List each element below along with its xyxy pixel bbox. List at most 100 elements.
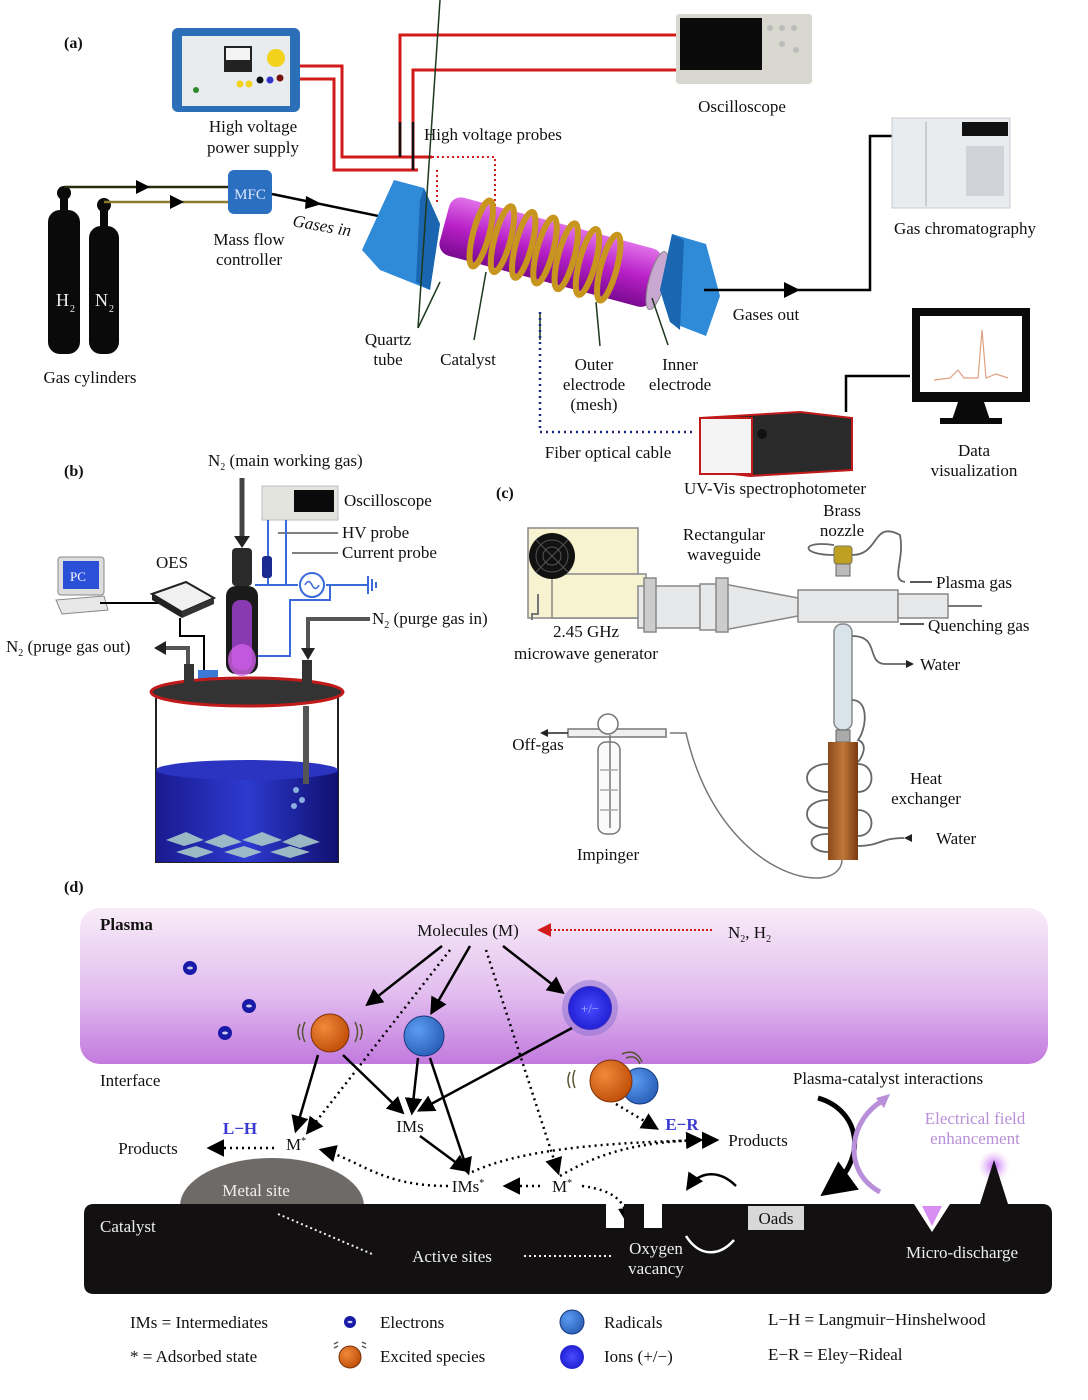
label-mfc-1: Mass flow bbox=[213, 230, 285, 249]
label-mfc: MFC bbox=[234, 187, 266, 203]
legend-radical-icon bbox=[559, 1309, 585, 1335]
hx-coils bbox=[806, 699, 905, 853]
hv-power-supply-icon bbox=[172, 28, 300, 112]
label-h2: H bbox=[56, 290, 69, 310]
label-quartz-2: tube bbox=[373, 350, 402, 369]
fiber-optic-cable bbox=[538, 312, 694, 434]
legend-er-def: E−R = Eley−Rideal bbox=[768, 1345, 903, 1364]
purge-out-text: (pruge gas out) bbox=[23, 637, 130, 656]
arrowhead-icon bbox=[876, 1094, 890, 1108]
electron-icon bbox=[218, 1026, 232, 1040]
sine-icon bbox=[304, 580, 320, 590]
offgas-tube bbox=[670, 732, 843, 879]
legend-ions: Ions (+/−) bbox=[604, 1347, 673, 1366]
microwave-generator-icon bbox=[527, 527, 647, 620]
left-arrow-icon bbox=[540, 729, 548, 737]
label-offgas: Off-gas bbox=[512, 735, 564, 754]
main-gas-n: N bbox=[208, 451, 220, 470]
label-waveguide-2: waveguide bbox=[687, 545, 761, 564]
electron-icon bbox=[242, 999, 256, 1013]
brass-nozzle-icon bbox=[833, 545, 853, 565]
oads-box bbox=[748, 1206, 804, 1230]
label-interface: Interface bbox=[100, 1071, 160, 1090]
label-catalyst-a: Catalyst bbox=[440, 350, 496, 369]
pc-icon bbox=[55, 556, 109, 615]
label-h2-sub: 2 bbox=[70, 304, 75, 315]
label-hv-probes: High voltage probes bbox=[424, 125, 562, 144]
flow-arrow-icon bbox=[784, 282, 800, 298]
label-fiber: Fiber optical cable bbox=[545, 443, 672, 462]
label-plasma: Plasma bbox=[100, 915, 153, 934]
label-efe-1: Electrical field bbox=[925, 1109, 1026, 1128]
main-gas-text: (main working gas) bbox=[225, 451, 362, 470]
leader-lines bbox=[417, 0, 669, 347]
label-products-left: Products bbox=[118, 1139, 178, 1158]
hv-probe-leads bbox=[398, 122, 415, 170]
label-gen-1: 2.45 GHz bbox=[553, 622, 620, 641]
purge-in-n: N bbox=[372, 609, 384, 628]
label-active-sites: Active sites bbox=[412, 1247, 492, 1266]
impinger-icon bbox=[567, 713, 667, 835]
purge-out-sub: 2 bbox=[18, 648, 23, 659]
ground-icon bbox=[367, 576, 377, 594]
oes-icon bbox=[149, 580, 217, 618]
legend-electron-icon bbox=[344, 1316, 356, 1328]
label-mfc-2: controller bbox=[216, 250, 282, 269]
label-outer-3: (mesh) bbox=[570, 395, 617, 414]
gases-in-line bbox=[271, 192, 389, 220]
label-n2-sub: 2 bbox=[109, 304, 114, 315]
purge-out-n: N bbox=[6, 637, 18, 656]
label-gases-in: Gases in bbox=[291, 211, 352, 240]
m-star-1-m: M bbox=[286, 1135, 301, 1154]
feed-h: , H bbox=[745, 923, 766, 942]
flow-arrow-icon bbox=[170, 195, 184, 209]
label-oxy-2: vacancy bbox=[628, 1259, 684, 1278]
ion-charge-label: +/− bbox=[581, 1001, 599, 1016]
m-star-1-star: * bbox=[301, 1136, 306, 1147]
label-purge-out: N2 (pruge gas out) bbox=[6, 637, 130, 659]
nozzle-fitting bbox=[835, 563, 851, 577]
label-oscilloscope-a: Oscilloscope bbox=[698, 97, 786, 116]
label-waveguide-1: Rectangular bbox=[683, 525, 765, 544]
label-oads: Oads bbox=[759, 1209, 794, 1228]
micro-discharge-glow bbox=[922, 1206, 942, 1226]
label-er: E−R bbox=[665, 1115, 699, 1134]
label-ims: IMs bbox=[396, 1117, 423, 1136]
radical-icon bbox=[403, 1015, 445, 1057]
flow-arrow-icon bbox=[305, 196, 322, 209]
catalyst-slab bbox=[84, 1160, 1052, 1294]
label-lh: L−H bbox=[223, 1119, 257, 1138]
label-nozzle-1: Brass bbox=[823, 501, 861, 520]
interaction-arrow-plasma bbox=[851, 1097, 886, 1195]
hx-fitting bbox=[835, 729, 851, 743]
label-oes: OES bbox=[156, 553, 188, 572]
feed-n-sub: 2 bbox=[740, 934, 745, 945]
label-hv-supply-2: power supply bbox=[207, 138, 300, 157]
oes-fiber bbox=[179, 618, 205, 670]
panel-c-tag: (c) bbox=[496, 485, 514, 502]
legend-ads-def: * = Adsorbed state bbox=[130, 1347, 257, 1366]
plasma-region bbox=[80, 908, 1048, 1064]
rectangular-waveguide bbox=[637, 577, 949, 633]
down-arrow-icon bbox=[234, 536, 250, 548]
label-pc-interactions: Plasma-catalyst interactions bbox=[793, 1069, 983, 1088]
label-water-out: Water bbox=[920, 655, 960, 674]
label-pc: PC bbox=[70, 569, 86, 584]
label-impinger: Impinger bbox=[577, 845, 640, 864]
ion-icon: +/− bbox=[562, 980, 618, 1036]
electrons bbox=[183, 961, 256, 1040]
label-feed: N2, H2 bbox=[728, 923, 771, 945]
ims-star-star: * bbox=[479, 1178, 484, 1189]
label-nozzle-2: nozzle bbox=[820, 521, 864, 540]
ims-star-text: IMs bbox=[452, 1177, 479, 1196]
purge-out-pipe bbox=[162, 646, 190, 668]
label-outer-2: electrode bbox=[563, 375, 625, 394]
oscilloscope-icon bbox=[676, 14, 812, 84]
mfc-box bbox=[228, 170, 272, 214]
panel-b: (b) N2 (main working gas) Oscilloscope H… bbox=[6, 451, 488, 863]
gas-chromatograph-icon bbox=[891, 117, 1011, 209]
panel-c: (c) 2.45 GHz microwave generator Rectang… bbox=[496, 485, 1030, 879]
label-main-gas-n: N2 (main working gas) bbox=[208, 451, 363, 473]
label-current-probe: Current probe bbox=[342, 543, 437, 562]
